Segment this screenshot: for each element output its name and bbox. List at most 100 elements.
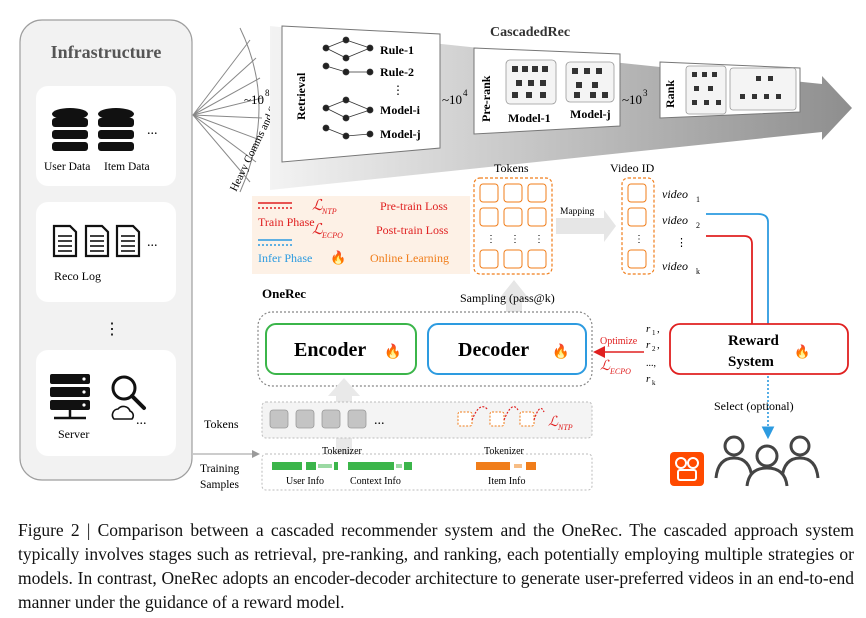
reward-box: [669, 323, 849, 375]
svg-text:1: 1: [652, 329, 656, 337]
ecpo-loss-label: ℒ ECPO: [600, 359, 631, 376]
user-info-label: User Info: [286, 476, 324, 487]
infrastructure-panel: Infrastructure ... User Data Item Data: [19, 19, 193, 481]
decoder-fire-icon: 🔥: [552, 343, 569, 360]
rule-2-label: Rule-2: [380, 65, 414, 79]
svg-text:~10: ~10: [622, 92, 642, 107]
video-id-label: Video ID: [610, 161, 655, 175]
search-icon: [111, 375, 146, 410]
figure-caption: Figure 2 | Comparison between a cascaded…: [18, 518, 854, 614]
server-icon: [50, 374, 90, 420]
mapping-label: Mapping: [560, 207, 595, 217]
user-data-label: User Data: [44, 161, 90, 173]
legend-pretrain: Pre-train Loss: [380, 199, 448, 213]
svg-text:4: 4: [463, 88, 468, 98]
onerec-title: OneRec: [262, 286, 306, 301]
tokenizer-row: Tokenizer Tokenizer User Info Context In…: [261, 446, 593, 491]
server-label: Server: [58, 427, 89, 441]
svg-text:...: ...: [374, 413, 385, 428]
infra-vdots: ⋮: [104, 321, 120, 338]
decoder-label: Decoder: [458, 339, 529, 361]
svg-text:ℒ: ℒ: [600, 359, 611, 374]
optimize-label: Optimize: [600, 336, 638, 347]
svg-text:...,: ...,: [646, 358, 656, 369]
legend-ntp-symbol: ℒ NTP: [312, 198, 337, 216]
bottom-ntp-loss: ℒ NTP: [548, 415, 573, 432]
reward-line1: Reward: [728, 333, 779, 349]
video-k-label: video k: [662, 259, 700, 276]
prerank-label: Pre-rank: [479, 75, 493, 122]
svg-text:video: video: [662, 213, 688, 227]
prerank-panel: Pre-rank Model-1 Model-j: [473, 47, 621, 135]
fire-icon: 🔥: [330, 250, 346, 265]
item-info-label: Item Info: [488, 476, 526, 487]
svg-text:⋮: ⋮: [534, 234, 544, 245]
svg-text:r: r: [646, 339, 651, 351]
reward-line2: System: [728, 354, 774, 370]
count-3: ~10 3: [622, 88, 648, 107]
document-icon: [52, 224, 78, 258]
tokenizer-label-1: Tokenizer: [322, 446, 363, 457]
heavy-comms-fan: [192, 27, 263, 193]
onerec-box: [257, 311, 593, 387]
tokens-top-label: Tokens: [494, 161, 529, 175]
prerank-model-j-label: Model-j: [570, 107, 611, 121]
legend-ecpo-symbol: ℒ ECPO: [312, 222, 343, 240]
svg-text:1: 1: [696, 195, 700, 204]
video-1-label: video 1: [662, 187, 700, 204]
tokens-grid: ⋮ ⋮ ⋮: [473, 177, 553, 275]
svg-text:2: 2: [652, 345, 656, 353]
count-2: ~10 4: [442, 88, 468, 107]
database-icon: [98, 108, 134, 151]
reco-ellipsis: ...: [147, 235, 158, 250]
document-icon: [84, 224, 110, 258]
model-i-label: Model-i: [380, 103, 421, 117]
select-label: Select (optional): [714, 399, 794, 413]
svg-text:3: 3: [643, 88, 648, 98]
train-flow-line: [706, 235, 753, 324]
database-icon: [52, 108, 88, 151]
mapping-arrow: [556, 210, 616, 242]
svg-text:r: r: [646, 373, 651, 385]
reco-log-label: Reco Log: [54, 269, 101, 283]
svg-text:NTP: NTP: [557, 423, 573, 432]
svg-text:ℒ: ℒ: [548, 415, 559, 430]
infer-flow-line: [706, 213, 769, 324]
legend-train-phase: Train Phase: [258, 215, 315, 229]
encoder-label: Encoder: [294, 339, 366, 361]
svg-text:video: video: [662, 259, 688, 273]
svg-text:r: r: [646, 323, 651, 335]
reward-fire-icon: 🔥: [794, 344, 810, 359]
users-icon: [714, 435, 820, 487]
rank-label: Rank: [663, 80, 677, 108]
encoder-fire-icon: 🔥: [384, 343, 401, 360]
svg-text:,: ,: [657, 323, 660, 335]
cloud-icon: [111, 405, 135, 420]
svg-text:⋮: ⋮: [634, 234, 644, 245]
svg-text:~10: ~10: [244, 92, 264, 107]
tokenizer-label-2: Tokenizer: [484, 446, 525, 457]
svg-text:NTP: NTP: [321, 207, 337, 216]
svg-text:ECPO: ECPO: [321, 231, 343, 240]
model-j-label: Model-j: [380, 127, 421, 141]
rank-panel: Rank: [659, 61, 801, 119]
retrieval-label: Retrieval: [294, 72, 308, 120]
infra-ellipsis: ...: [147, 123, 158, 138]
document-icon: [115, 224, 141, 258]
legend: Train Phase Infer Phase ℒ NTP Pre-train …: [252, 196, 470, 274]
legend-infer-phase: Infer Phase: [258, 251, 312, 265]
svg-text:ECPO: ECPO: [609, 367, 631, 376]
svg-text:,: ,: [657, 339, 660, 351]
training-label-2: Samples: [200, 479, 239, 491]
caption-text: Comparison between a cascaded recommende…: [18, 520, 854, 612]
tokens-row: ... ℒ NTP: [261, 401, 593, 439]
svg-text:⋮: ⋮: [486, 234, 496, 245]
video-id-column: ⋮: [621, 177, 655, 275]
sampling-arrow: [498, 280, 530, 318]
cascade-title: CascadedRec: [490, 25, 570, 40]
video-2-label: video 2: [662, 213, 700, 230]
rewards-list: r 1 , r 2 , ..., r k: [646, 323, 660, 387]
sampling-label: Sampling (pass@k): [460, 291, 555, 305]
count-1: ~10 8: [244, 88, 270, 107]
